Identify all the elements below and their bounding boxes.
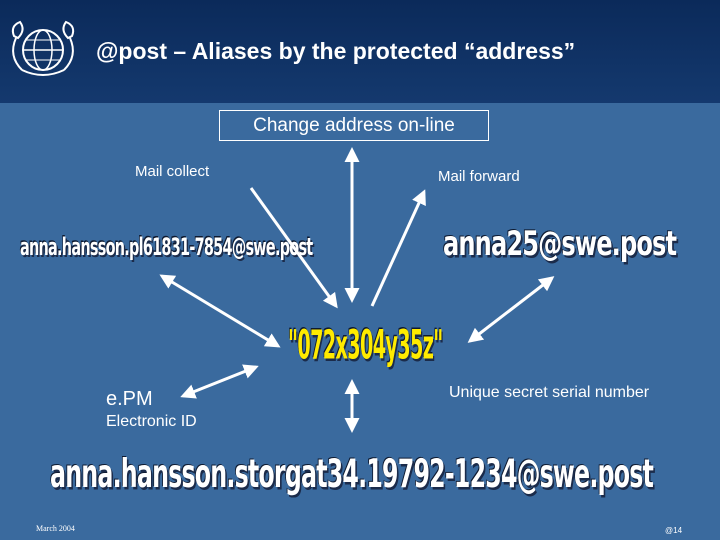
- serial-code: "072x304y35z": [288, 322, 443, 370]
- footer-date: March 2004: [36, 524, 75, 533]
- arrow-mail-forward: [370, 189, 426, 307]
- electronic-id-label: Electronic ID: [106, 413, 197, 430]
- change-address-box: Change address on-line: [219, 110, 489, 141]
- arrow-epm: [180, 364, 259, 399]
- forward-address: anna25@swe.post: [443, 224, 677, 264]
- mail-collect-label: Mail collect: [135, 163, 210, 180]
- footer-page-number: @14: [665, 526, 683, 535]
- arrow-forward-address: [467, 276, 555, 343]
- page-title: @post – Aliases by the protected “addres…: [96, 38, 576, 64]
- header-bar: @post – Aliases by the protected “addres…: [0, 0, 720, 103]
- collect-address: anna.hansson.pl61831-7854@swe.post: [20, 232, 313, 261]
- upu-logo-icon: [11, 20, 75, 76]
- arrow-collect-address: [159, 274, 281, 348]
- arrow-mail-collect: [249, 187, 338, 309]
- mail-forward-label: Mail forward: [438, 168, 520, 185]
- protected-address: anna.hansson.storgat34.19792-1234@swe.po…: [50, 452, 654, 498]
- epm-label: e.PM: [106, 388, 153, 410]
- serial-number-label: Unique secret serial number: [449, 384, 650, 401]
